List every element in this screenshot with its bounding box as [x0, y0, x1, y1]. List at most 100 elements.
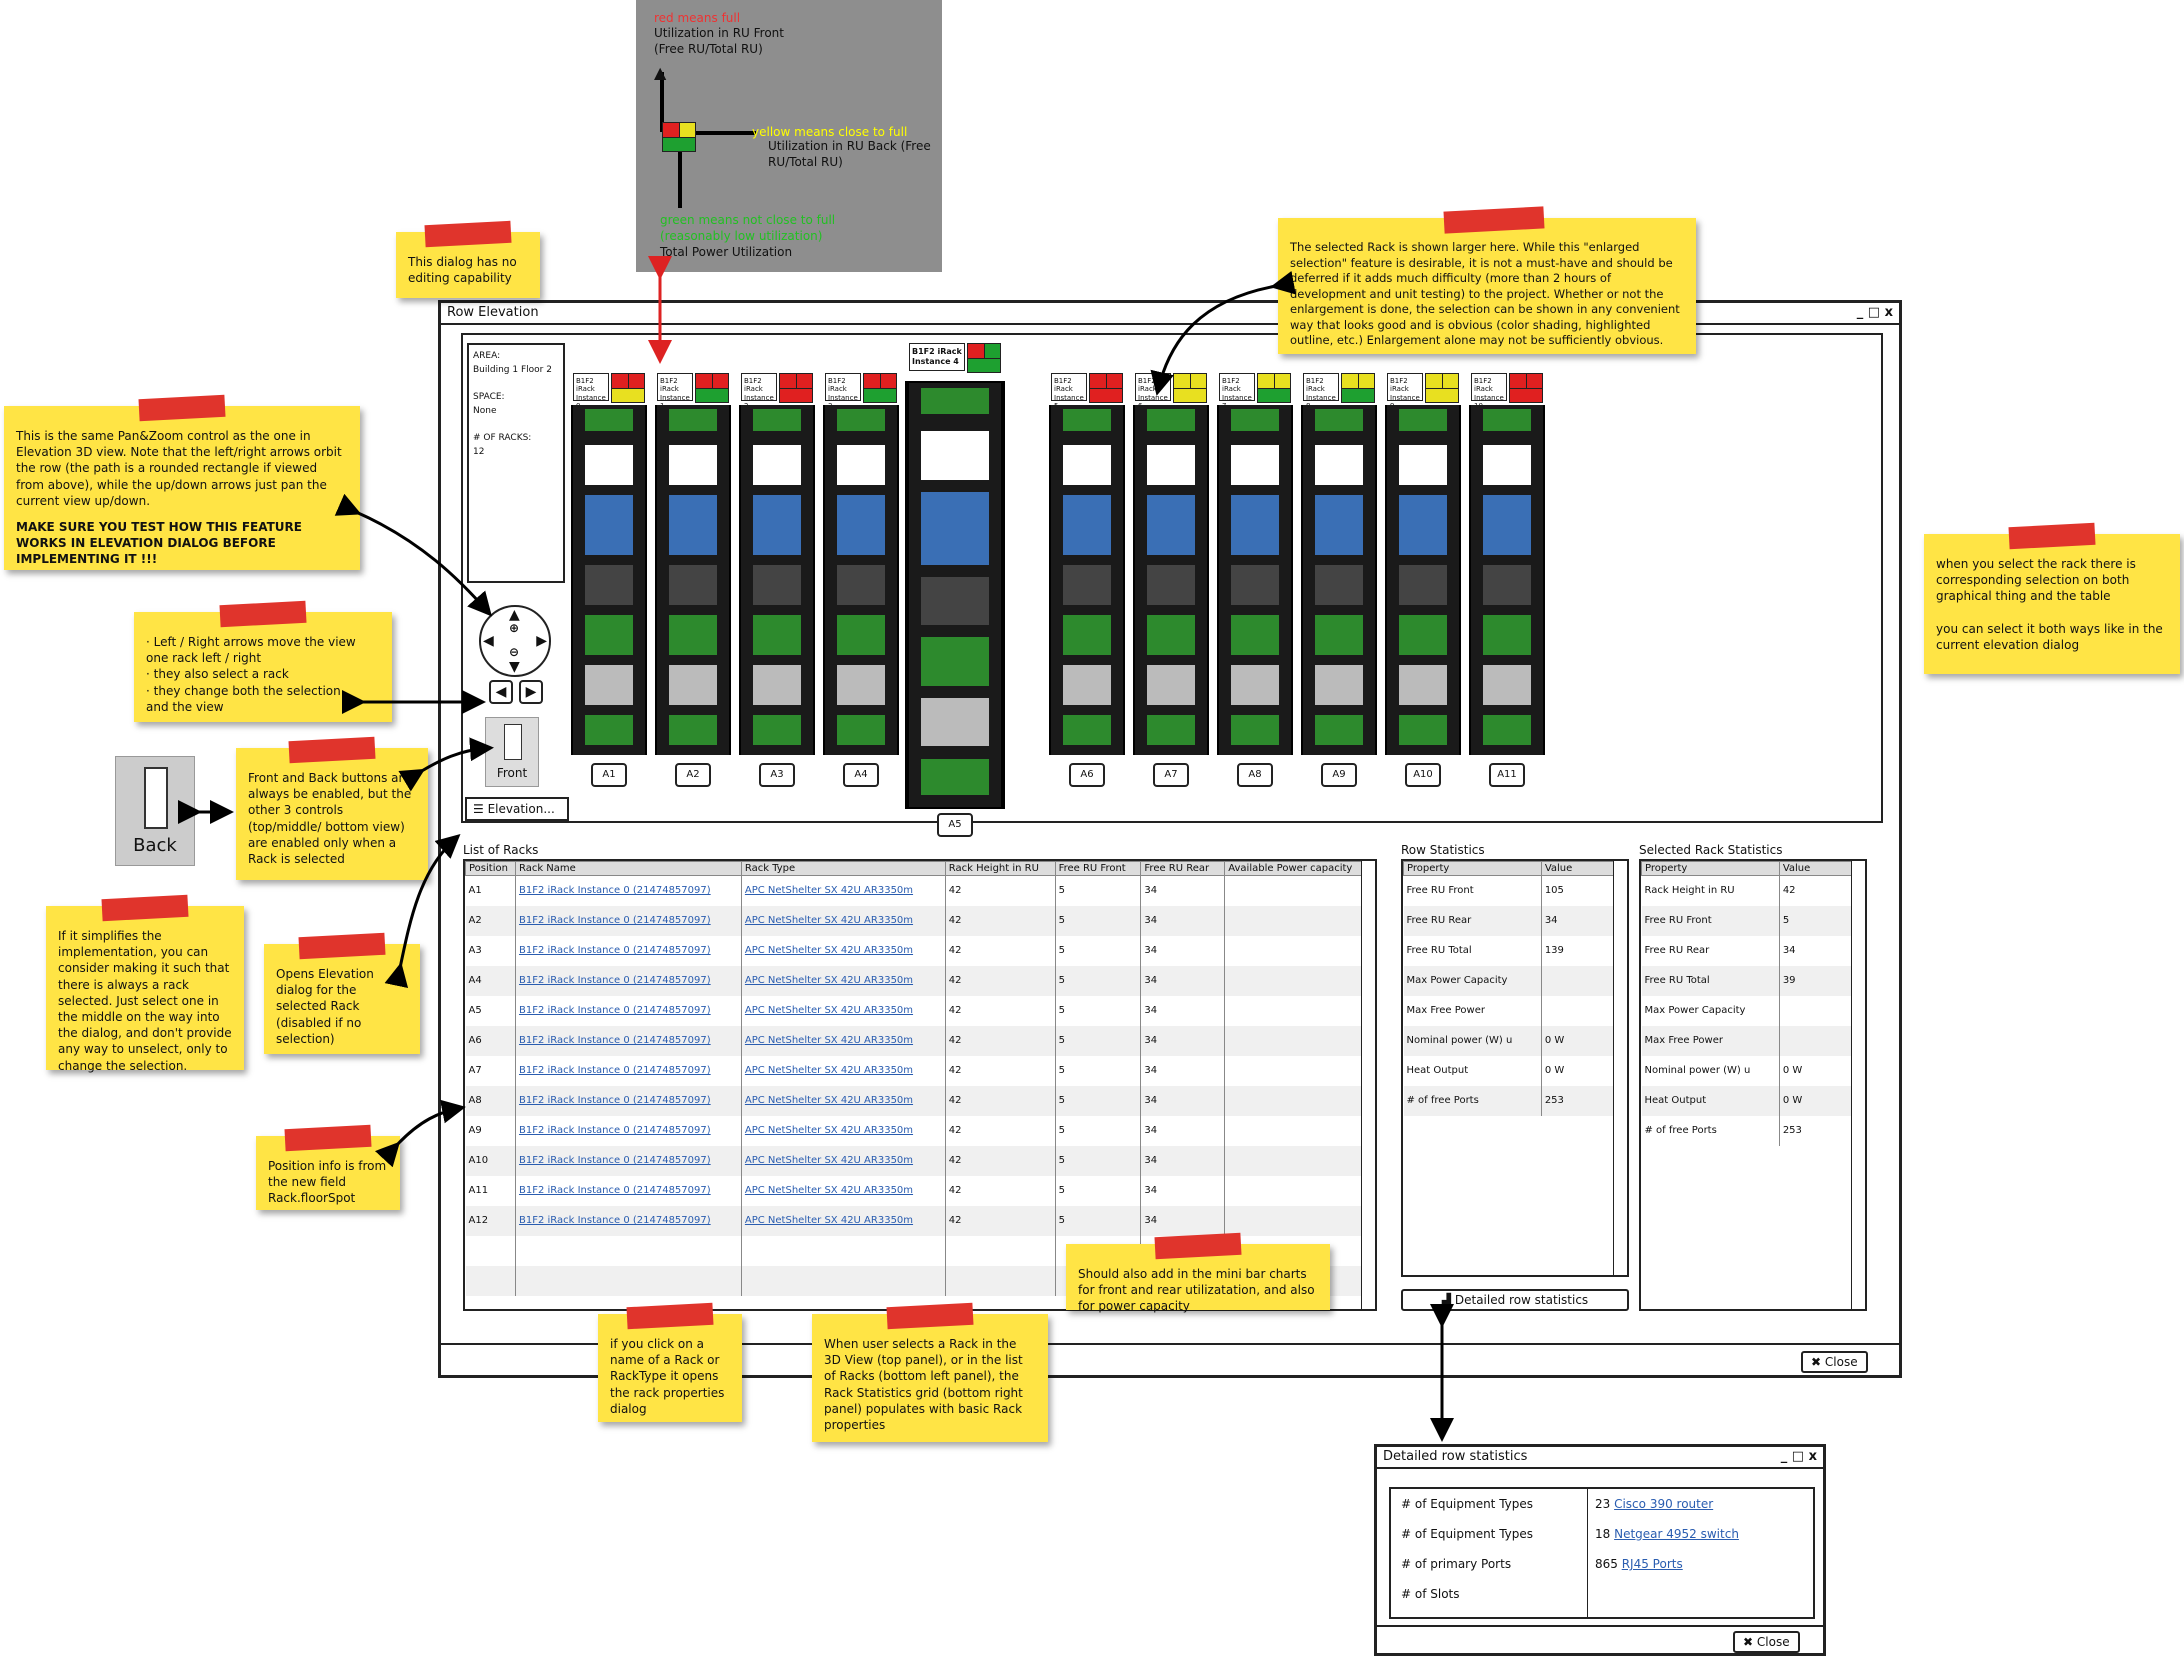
column-header[interactable]: Rack Height in RU	[944, 861, 1056, 876]
rack-type-link[interactable]: APC NetShelter SX 42U AR3350m	[741, 1145, 946, 1176]
rack-position-label[interactable]: A9	[1321, 763, 1357, 787]
rack-position-label[interactable]: A6	[1069, 763, 1105, 787]
rack-type-link[interactable]: APC NetShelter SX 42U AR3350m	[741, 1085, 946, 1116]
detail-close-button[interactable]: ✖ Close	[1733, 1631, 1800, 1653]
rack-image[interactable]	[1049, 405, 1125, 755]
rack-type-link[interactable]: APC NetShelter SX 42U AR3350m	[741, 935, 946, 966]
close-button[interactable]: ✖ Close	[1801, 1351, 1868, 1373]
detail-link[interactable]: RJ45 Ports	[1621, 1557, 1683, 1571]
column-header[interactable]: Position	[465, 861, 516, 876]
stat-row[interactable]: Max Power Capacity	[1641, 995, 1856, 1026]
rack-list-scrollbar[interactable]	[1361, 861, 1375, 1309]
rack-image[interactable]	[905, 381, 1005, 809]
orbit-left-icon[interactable]: ◀	[483, 633, 494, 649]
zoom-in-icon[interactable]: ⊕	[509, 621, 520, 635]
rack-image[interactable]	[823, 405, 899, 755]
column-header[interactable]: Available Power capacity	[1224, 861, 1365, 876]
detail-link[interactable]: Cisco 390 router	[1614, 1497, 1714, 1511]
rack-name-link[interactable]: B1F2 iRack Instance 0 (21474857097)	[515, 1145, 742, 1176]
rack-position-label[interactable]: A3	[759, 763, 795, 787]
rack-type-link[interactable]: APC NetShelter SX 42U AR3350m	[741, 995, 946, 1026]
pan-up-icon[interactable]: ▲	[509, 607, 520, 623]
rack-name-link[interactable]: B1F2 iRack Instance 0 (21474857097)	[515, 1205, 742, 1236]
rack-image[interactable]	[655, 405, 731, 755]
column-header[interactable]: Free RU Front	[1054, 861, 1142, 876]
rack-image[interactable]	[1301, 405, 1377, 755]
rack-type-link[interactable]: APC NetShelter SX 42U AR3350m	[741, 1205, 946, 1236]
next-rack-button[interactable]: ▶	[519, 680, 543, 704]
rack-type-link[interactable]: APC NetShelter SX 42U AR3350m	[741, 1055, 946, 1086]
rack-image[interactable]	[1217, 405, 1293, 755]
rack-image[interactable]	[1385, 405, 1461, 755]
rack-image[interactable]	[571, 405, 647, 755]
rack-type-link[interactable]: APC NetShelter SX 42U AR3350m	[741, 1115, 946, 1146]
rack-name-link[interactable]: B1F2 iRack Instance 0 (21474857097)	[515, 935, 742, 966]
rack-name-link[interactable]: B1F2 iRack Instance 0 (21474857097)	[515, 1115, 742, 1146]
stat-row[interactable]: Max Free Power	[1403, 995, 1618, 1026]
rack-name-link[interactable]: B1F2 iRack Instance 0 (21474857097)	[515, 875, 742, 906]
rack-name-link[interactable]: B1F2 iRack Instance 0 (21474857097)	[515, 905, 742, 936]
rack-type-link[interactable]: APC NetShelter SX 42U AR3350m	[741, 875, 946, 906]
rack-position-label[interactable]: A7	[1153, 763, 1189, 787]
rack-name-link[interactable]: B1F2 iRack Instance 0 (21474857097)	[515, 965, 742, 996]
window-controls[interactable]: _ □ x	[1856, 305, 1893, 320]
rack-position-label[interactable]: A10	[1405, 763, 1441, 787]
orbit-right-icon[interactable]: ▶	[536, 633, 547, 649]
stat-row[interactable]: Max Free Power	[1641, 1025, 1856, 1056]
rack-image[interactable]	[1469, 405, 1545, 755]
rack-name-link[interactable]: B1F2 iRack Instance 0 (21474857097)	[515, 1025, 742, 1056]
row-stats-scrollbar[interactable]	[1613, 861, 1627, 1275]
rack-image[interactable]	[739, 405, 815, 755]
rack-type-link[interactable]: APC NetShelter SX 42U AR3350m	[741, 1175, 946, 1206]
detail-link[interactable]: Netgear 4952 switch	[1614, 1527, 1739, 1541]
rack-position-label[interactable]: A5	[937, 813, 973, 837]
column-header[interactable]: Rack Type	[740, 861, 946, 876]
column-header[interactable]: Rack Name	[514, 861, 742, 876]
rack-name-link[interactable]: B1F2 iRack Instance 0 (21474857097)	[515, 995, 742, 1026]
pan-down-icon[interactable]: ▼	[509, 659, 520, 675]
rack-position-label[interactable]: A4	[843, 763, 879, 787]
rack-position-label[interactable]: A2	[675, 763, 711, 787]
zoom-out-icon[interactable]: ⊖	[509, 645, 520, 659]
rack-position-label[interactable]: A1	[591, 763, 627, 787]
rack-type-link[interactable]: APC NetShelter SX 42U AR3350m	[741, 965, 946, 996]
rack-type-link[interactable]: APC NetShelter SX 42U AR3350m	[741, 1025, 946, 1056]
stat-row[interactable]: Max Power Capacity	[1403, 965, 1618, 996]
rack-header[interactable]: B1F2 iRack Instance 4	[909, 343, 965, 371]
pan-zoom-control[interactable]: ▲ ▼ ◀ ▶ ⊕ ⊖	[479, 605, 551, 677]
rack-type-link[interactable]: APC NetShelter SX 42U AR3350m	[741, 905, 946, 936]
rack-image[interactable]	[1133, 405, 1209, 755]
rack-position-label[interactable]: A8	[1237, 763, 1273, 787]
rack-name-link[interactable]: B1F2 iRack Instance 0 (21474857097)	[515, 1085, 742, 1116]
elevation-button[interactable]: ☰ Elevation...	[465, 797, 569, 821]
rack-name-link[interactable]: B1F2 iRack Instance 0 (21474857097)	[515, 1055, 742, 1086]
back-view-button[interactable]: Back	[115, 756, 195, 866]
rack-name-link[interactable]: B1F2 iRack Instance 0 (21474857097)	[515, 1175, 742, 1206]
rack-position-label[interactable]: A11	[1489, 763, 1525, 787]
detailed-row-stats-button[interactable]: ▟ Detailed row statistics	[1401, 1289, 1629, 1311]
rack-stats-scrollbar[interactable]	[1851, 861, 1865, 1309]
